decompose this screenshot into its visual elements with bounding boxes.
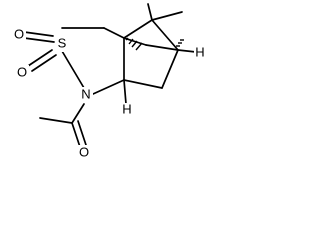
- oxygen-top-label: O: [14, 26, 24, 41]
- oxygen-carbonyl-label: O: [79, 144, 89, 159]
- molecule-structure: S O O N O H H: [12, 3, 206, 161]
- bond-c7a-h: [123, 79, 127, 105]
- atom-oxygen-bottom: O: [15, 64, 29, 81]
- bond-n-acyl-c: [71, 103, 85, 124]
- atom-sulfur: S: [55, 35, 69, 52]
- hashed-wedge-c3a: [125, 37, 143, 51]
- bond-acyl-c-o-1: [71, 122, 81, 148]
- atom-hydrogen-lower: H: [121, 101, 133, 117]
- bond-c6-c7a: [123, 79, 163, 89]
- hydrogen-right-label: H: [195, 44, 204, 59]
- hydrogen-lower-label: H: [122, 101, 131, 116]
- bond-c8-methyl-left: [147, 3, 153, 21]
- bond-s-o-top-2: [23, 37, 55, 43]
- bond-c3a-c3: [103, 27, 125, 39]
- bond-c8-methyl-right: [151, 11, 183, 21]
- bond-n-c7a: [92, 79, 125, 95]
- hashed-wedge-c7: [176, 39, 184, 47]
- bond-s-o-top-1: [23, 31, 54, 37]
- atom-labels: S O O N O H H: [12, 26, 206, 161]
- nitrogen-label: N: [81, 86, 90, 101]
- bond-c7-c6: [161, 49, 179, 89]
- bond-s-o-bottom-1: [27, 49, 53, 67]
- sulfur-label: S: [58, 35, 67, 50]
- atom-oxygen-carbonyl: O: [77, 144, 91, 161]
- atom-hydrogen-right: H: [194, 44, 206, 60]
- atom-nitrogen: N: [79, 86, 93, 103]
- bond-s-n: [61, 50, 85, 89]
- bond-c7-h: [177, 49, 197, 53]
- bond-c9-c7: [145, 44, 179, 51]
- bond-s-o-bottom-2: [31, 54, 57, 72]
- atom-oxygen-top: O: [12, 26, 26, 43]
- bond-set: [23, 3, 197, 148]
- bond-c8-c7: [151, 19, 179, 51]
- oxygen-bottom-label: O: [17, 64, 27, 79]
- bond-acyl-c-methyl: [39, 117, 73, 124]
- bond-c3a-c8: [123, 19, 153, 39]
- bond-acyl-c-o-2: [77, 120, 87, 146]
